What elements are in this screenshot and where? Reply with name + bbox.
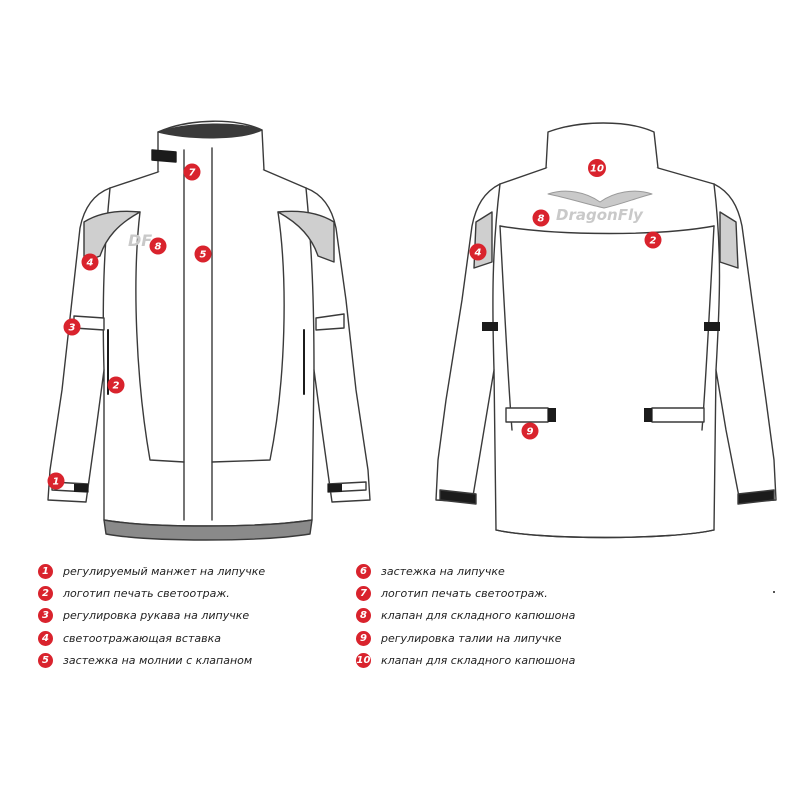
front-right-panel <box>211 211 285 463</box>
front-left-cuff-velcro <box>74 484 88 492</box>
back-right-reflective-insert <box>719 211 739 269</box>
front-callout-5: 5 <box>194 245 212 263</box>
front-callout-1: 1 <box>47 472 65 490</box>
front-hem-band <box>103 519 313 541</box>
front-right-sleeve-seam <box>305 187 315 371</box>
legend-label: регулировка рукава на липучке <box>63 609 250 623</box>
back-right-cuff <box>737 489 775 505</box>
back-left-cuff <box>439 489 477 505</box>
front-callout-3: 3 <box>63 318 81 336</box>
front-left-panel <box>135 211 185 463</box>
legend-label: регулировка талии на липучке <box>381 631 562 645</box>
svg-text:2: 2 <box>650 236 657 247</box>
legend-item-3: 3 регулировка рукава на липучке <box>38 605 265 627</box>
legend-badge: 7 <box>356 586 371 602</box>
front-callout-7: 7 <box>183 163 201 181</box>
legend-label: регулируемый манжет на липучке <box>63 564 266 578</box>
back-right-sleeve-seam <box>713 183 721 371</box>
back-left-waist-velcro <box>548 408 556 422</box>
legend-item-2: 2 логотип печать светоотраж. <box>38 582 265 604</box>
back-hem <box>495 529 715 539</box>
back-callout-8: 8 <box>532 209 550 227</box>
front-jacket: DF <box>47 120 371 541</box>
back-logo-wings <box>547 190 653 209</box>
front-callout-4: 4 <box>81 253 99 271</box>
legend-item-5: 5 застежка на молнии с клапаном <box>38 650 265 672</box>
stray-dot <box>773 591 775 593</box>
legend-label: клапан для складного капюшона <box>381 654 576 668</box>
legend-item-1: 1 регулируемый манжет на липучке <box>38 560 265 582</box>
back-callout-4: 4 <box>469 243 487 261</box>
legend-item-6: 6 застежка на липучке <box>356 560 575 582</box>
svg-text:8: 8 <box>155 242 162 253</box>
back-callouts: 10 8 2 4 9 <box>469 159 662 440</box>
back-left-sleeve-seam <box>492 183 501 371</box>
legend-label: логотип печать светоотраж. <box>63 587 230 601</box>
back-right-waist-tab <box>651 407 705 423</box>
front-chest-logo: DF <box>128 231 152 250</box>
legend-badge: 4 <box>38 630 53 646</box>
svg-text:7: 7 <box>189 168 196 179</box>
front-placket <box>183 147 213 521</box>
legend-left-column: 1 регулируемый манжет на липучке 2 логот… <box>38 560 265 672</box>
svg-text:8: 8 <box>538 214 545 225</box>
legend-item-7: 7 логотип печать светоотраж. <box>356 582 575 604</box>
legend-item-8: 8 клапан для складного капюшона <box>356 605 575 627</box>
back-hood-flap <box>499 225 715 235</box>
legend-item-10: 10 клапан для складного капюшона <box>356 650 575 672</box>
back-left-sleeve-velcro <box>482 322 498 331</box>
front-callout-8: 8 <box>149 237 167 255</box>
front-callouts: 7 8 5 4 3 2 1 <box>47 163 212 490</box>
svg-text:10: 10 <box>590 164 604 175</box>
front-right-sleeve-tab <box>315 313 345 331</box>
legend-badge: 6 <box>356 563 371 579</box>
back-right-sleeve-velcro <box>704 322 720 331</box>
back-left-waist-tab <box>505 407 549 423</box>
legend-label: логотип печать светоотраж. <box>381 587 548 601</box>
svg-text:9: 9 <box>527 427 534 438</box>
legend-badge: 3 <box>38 608 53 624</box>
legend-label: застежка на молнии с клапаном <box>63 654 253 668</box>
legend-label: клапан для складного капюшона <box>381 609 576 623</box>
svg-text:1: 1 <box>53 477 60 488</box>
legend: 1 регулируемый манжет на липучке 2 логот… <box>38 560 598 680</box>
front-callout-2: 2 <box>107 376 125 394</box>
back-callout-9: 9 <box>521 422 539 440</box>
svg-text:5: 5 <box>200 250 207 261</box>
legend-label: застежка на липучке <box>381 564 505 578</box>
back-jacket: DragonFly <box>435 122 777 539</box>
legend-badge: 9 <box>356 630 371 646</box>
legend-badge: 5 <box>38 653 53 669</box>
legend-badge: 1 <box>38 563 53 579</box>
legend-badge: 10 <box>356 653 371 669</box>
back-right-waist-velcro <box>644 408 652 422</box>
legend-right-column: 6 застежка на липучке 7 логотип печать с… <box>356 560 575 672</box>
front-collar-tab <box>151 149 177 163</box>
back-callout-10: 10 <box>588 159 606 177</box>
svg-text:4: 4 <box>86 258 94 269</box>
legend-label: светоотражающая вставка <box>63 631 221 645</box>
front-left-sleeve-seam <box>102 187 111 371</box>
front-collar-inner <box>157 123 263 139</box>
legend-item-9: 9 регулировка талии на липучке <box>356 627 575 649</box>
svg-text:3: 3 <box>69 323 76 334</box>
legend-item-4: 4 светоотражающая вставка <box>38 627 265 649</box>
svg-text:2: 2 <box>113 381 120 392</box>
front-right-cuff-velcro <box>328 484 342 492</box>
svg-text:4: 4 <box>474 248 482 259</box>
legend-badge: 2 <box>38 586 53 602</box>
back-logo-text: DragonFly <box>556 206 644 224</box>
legend-badge: 8 <box>356 608 371 624</box>
back-callout-2: 2 <box>644 231 662 249</box>
